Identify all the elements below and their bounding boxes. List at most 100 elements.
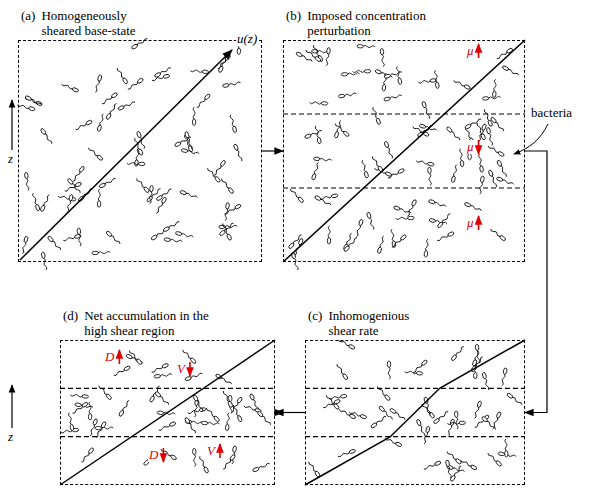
bacterium <box>163 220 181 232</box>
bacterium <box>223 202 229 221</box>
bacterium <box>492 79 497 97</box>
panel-title: Imposed concentration perturbation <box>307 8 449 38</box>
direction-arrow <box>478 140 480 154</box>
bacterium <box>377 235 386 253</box>
axis-label: z <box>7 430 14 444</box>
bacterium <box>446 126 461 141</box>
bacterium <box>393 205 411 214</box>
bacterium <box>185 372 203 381</box>
panel-letter: (b) <box>286 8 301 38</box>
bacterium <box>404 370 422 375</box>
bacterium <box>252 462 270 472</box>
bacterium <box>451 345 466 361</box>
bacterium <box>17 103 35 111</box>
bacterium <box>496 160 507 178</box>
bacterium <box>67 178 82 194</box>
bacterium <box>490 228 507 242</box>
viscosity-label: μ <box>466 140 475 154</box>
bacterium <box>371 156 384 173</box>
bacterium <box>289 188 304 204</box>
bacterium <box>64 182 82 193</box>
bacterium <box>454 411 459 429</box>
viscosity-label: μ <box>466 44 475 58</box>
bacterium <box>220 178 234 194</box>
bacterium <box>422 426 430 444</box>
bacterium <box>502 65 520 77</box>
direction-arrow <box>219 444 221 458</box>
panel-box: (b)Imposed concentration perturbation <box>283 40 525 262</box>
bacterium <box>434 70 440 88</box>
velocity-profile <box>60 340 275 485</box>
bacterium <box>376 385 391 401</box>
direction-arrow <box>478 44 480 58</box>
panel-letter: (a) <box>21 8 35 38</box>
bacterium <box>421 101 431 119</box>
bacterium <box>192 107 196 125</box>
band-divider <box>60 388 275 389</box>
bacterium <box>453 79 471 90</box>
callout-label: bacteria <box>530 106 573 120</box>
bacterium <box>67 412 74 431</box>
bacterium <box>113 365 131 377</box>
bacterium <box>384 141 394 159</box>
band-divider <box>60 436 275 437</box>
bacterium <box>72 402 89 415</box>
bacterium <box>338 408 356 420</box>
panel-heading: (a)Homogeneously sheared base-state <box>21 8 153 38</box>
bacterium <box>500 368 507 387</box>
panel-box: (c)Inhomogenious shear rate <box>305 340 525 485</box>
bacterium <box>221 223 232 241</box>
bacterium <box>396 66 403 85</box>
bacterium <box>459 148 464 166</box>
bacterium <box>222 390 233 408</box>
bacterium <box>70 393 88 398</box>
bacterium <box>193 399 199 417</box>
velocity-profile <box>20 50 232 260</box>
bacterium <box>118 101 136 111</box>
bacterium <box>60 428 79 434</box>
bacterium <box>416 159 434 166</box>
bacterium <box>196 93 211 108</box>
bacterium <box>296 51 314 63</box>
bacterium <box>473 401 482 419</box>
panel-heading: (b) Imposed concentration perturbation <box>286 8 449 38</box>
bacterium <box>154 66 172 78</box>
bacterium <box>406 199 417 217</box>
bacterium <box>217 54 232 70</box>
bacterium <box>487 145 504 157</box>
bacterium <box>357 44 375 48</box>
bacterium <box>224 204 242 216</box>
bacterium <box>387 168 405 179</box>
bacterium <box>437 231 455 242</box>
bacterium <box>88 402 91 420</box>
bacterium <box>309 101 327 105</box>
bacterium <box>486 127 494 145</box>
bacterium <box>355 219 364 237</box>
bacterium <box>481 416 497 431</box>
bacterium <box>154 391 169 406</box>
bacterium <box>190 69 208 74</box>
bacterium <box>21 236 29 254</box>
bacterium <box>305 49 322 63</box>
bacterium <box>450 465 463 482</box>
bacterium <box>370 415 387 429</box>
bacterium <box>193 394 205 412</box>
bacterium <box>313 157 331 162</box>
flow-arrow <box>525 151 547 413</box>
bacterium <box>496 176 514 186</box>
diffusion-label: D <box>104 350 115 364</box>
bacterium <box>233 144 243 162</box>
bacterium <box>135 177 150 193</box>
bacterium <box>94 421 106 438</box>
bacterium <box>72 166 85 183</box>
bacterium <box>40 194 51 212</box>
bacterium <box>222 454 236 470</box>
bacterium <box>375 69 393 79</box>
bacterium <box>372 107 382 125</box>
bacterium <box>428 167 433 185</box>
bacterium <box>118 400 130 417</box>
bacterium <box>31 193 40 211</box>
bacterium <box>232 404 243 422</box>
